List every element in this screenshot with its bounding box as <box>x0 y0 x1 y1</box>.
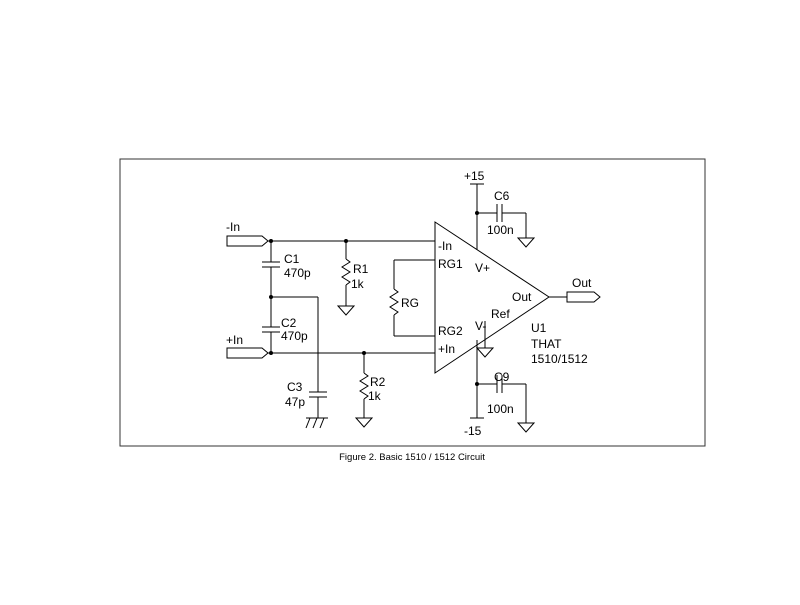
c2-ref-label: C2 <box>281 316 297 330</box>
junction-dots <box>269 211 479 386</box>
pin-out-label: Out <box>512 290 532 304</box>
ground-icon <box>475 347 495 358</box>
r1-ref-label: R1 <box>353 262 369 276</box>
figure-caption: Figure 2. Basic 1510 / 1512 Circuit <box>339 452 485 463</box>
amplifier-triangle <box>434 221 550 374</box>
pin-rg2-label: RG2 <box>438 324 463 338</box>
pin-ref-label: Ref <box>491 307 510 321</box>
supply-positive <box>470 183 484 250</box>
c3-ref-label: C3 <box>287 380 303 394</box>
c3-value-label: 47p <box>285 395 305 409</box>
resistor-rg <box>389 259 435 337</box>
resistor-r1 <box>341 241 351 306</box>
out-connector <box>566 291 601 303</box>
c6-value-label: 100n <box>487 223 514 237</box>
pin-in-minus-label: -In <box>438 239 452 253</box>
c1-ref-label: C1 <box>284 252 300 266</box>
c1-value-label: 470p <box>284 266 311 280</box>
in-plus-connector <box>226 347 269 359</box>
out-label: Out <box>572 276 592 290</box>
supply-neg-label: -15 <box>464 424 482 438</box>
rg-ref-label: RG <box>401 296 419 310</box>
in-plus-label: +In <box>226 333 243 347</box>
chip-part-label: 1510/1512 <box>531 352 588 366</box>
supply-negative <box>470 340 484 419</box>
pin-v-plus-label: V+ <box>475 261 490 275</box>
in-minus-label: -In <box>226 220 240 234</box>
r1-value-label: 1k <box>351 277 365 291</box>
supply-pos-label: +15 <box>464 169 485 183</box>
figure-frame <box>119 158 706 447</box>
chip-ref-label: U1 <box>531 321 547 335</box>
c9-value-label: 100n <box>487 402 514 416</box>
chip-maker-label: THAT <box>531 337 562 351</box>
c9-ref-label: C9 <box>494 370 510 384</box>
c2-value-label: 470p <box>281 329 308 343</box>
r2-ref-label: R2 <box>370 375 386 389</box>
ground-icon <box>354 417 374 428</box>
resistor-r2 <box>359 353 369 418</box>
capacitor-c6 <box>477 204 527 238</box>
in-minus-connector <box>226 235 269 247</box>
pin-v-minus-label: V- <box>475 319 486 333</box>
capacitor-c1 <box>262 241 280 297</box>
ground-icon <box>336 305 356 316</box>
c6-ref-label: C6 <box>494 189 510 203</box>
capacitor-c9 <box>477 375 527 423</box>
ground-icon <box>516 237 536 248</box>
r2-value-label: 1k <box>368 389 382 403</box>
pin-rg1-label: RG1 <box>438 257 463 271</box>
capacitor-c2 <box>262 297 280 353</box>
capacitor-c3 <box>271 296 327 418</box>
chassis-ground-icon <box>305 417 328 429</box>
ground-icon <box>516 422 536 433</box>
pin-in-plus-label: +In <box>438 342 455 356</box>
